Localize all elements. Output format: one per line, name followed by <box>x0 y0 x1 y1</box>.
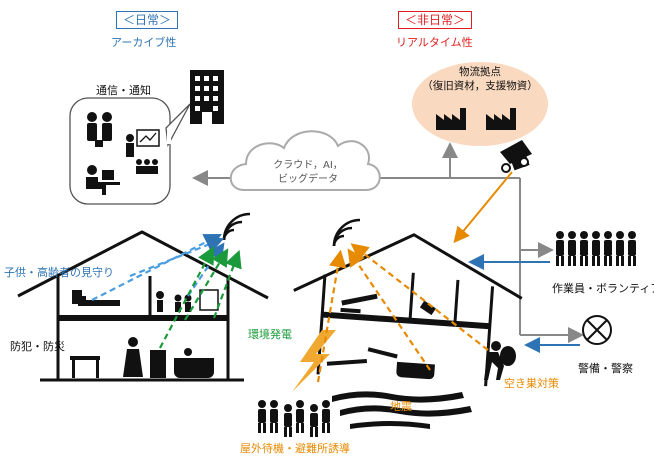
crime-prevention-label: 防犯・防災 <box>10 340 65 353</box>
energy-harvest-label: 環境発電 <box>248 328 292 341</box>
lightning-icon <box>292 330 336 392</box>
left-house-interior-icons <box>70 289 219 378</box>
left-house <box>17 230 269 382</box>
emergency-mode-subtitle: リアルタイム性 <box>396 36 473 49</box>
logistics-hub <box>412 62 548 146</box>
computer-user-icon <box>86 165 120 195</box>
earthquake-label: 地震 <box>390 400 412 413</box>
wifi-icon-right <box>332 218 361 247</box>
evacuation-label: 屋外待機・避難所誘導 <box>240 442 350 455</box>
police-alarm-icon <box>582 315 612 345</box>
gray-flow-lines <box>192 142 584 343</box>
evacuation-group-icon <box>258 400 330 437</box>
supply-arrow <box>453 171 513 244</box>
energy-signal-arrows <box>159 246 242 349</box>
office-building-icon <box>190 70 224 124</box>
daily-mode-tag: ＜日常＞ <box>116 11 179 30</box>
daily-mode-subtitle: アーカイブ性 <box>111 36 177 49</box>
alert-signal-arrows <box>316 243 489 383</box>
workers-label: 作業員・ボランティア <box>552 282 654 295</box>
dump-truck-icon <box>500 140 532 173</box>
cloud-label-line2: ビッグデータ <box>278 174 338 185</box>
factory-icon <box>436 108 516 130</box>
logistics-label-line2: （復旧資材，支援物資） <box>422 80 538 92</box>
meeting-people-icon <box>87 112 112 147</box>
dispatch-arrows <box>468 254 580 353</box>
comms-label: 通信・通知 <box>96 84 151 97</box>
wifi-icon-left <box>222 212 251 241</box>
theft-label: 空き巣対策 <box>504 377 559 390</box>
cloud-label-line1: クラウド，AI， <box>273 160 343 171</box>
watch-label: 子供・高齢者の見守り <box>4 266 114 279</box>
presentation-icon <box>126 129 160 174</box>
burglar-icon <box>484 341 516 380</box>
police-label: 警備・警察 <box>578 362 633 375</box>
workers-group-icon <box>556 231 636 266</box>
logistics-label-line1: 物流拠点 <box>459 66 501 78</box>
emergency-mode-tag: ＜非日常＞ <box>398 11 473 30</box>
earthquake-waves-icon <box>332 391 472 429</box>
cloud-shape <box>229 130 381 191</box>
right-house-debris-icons <box>326 293 436 380</box>
